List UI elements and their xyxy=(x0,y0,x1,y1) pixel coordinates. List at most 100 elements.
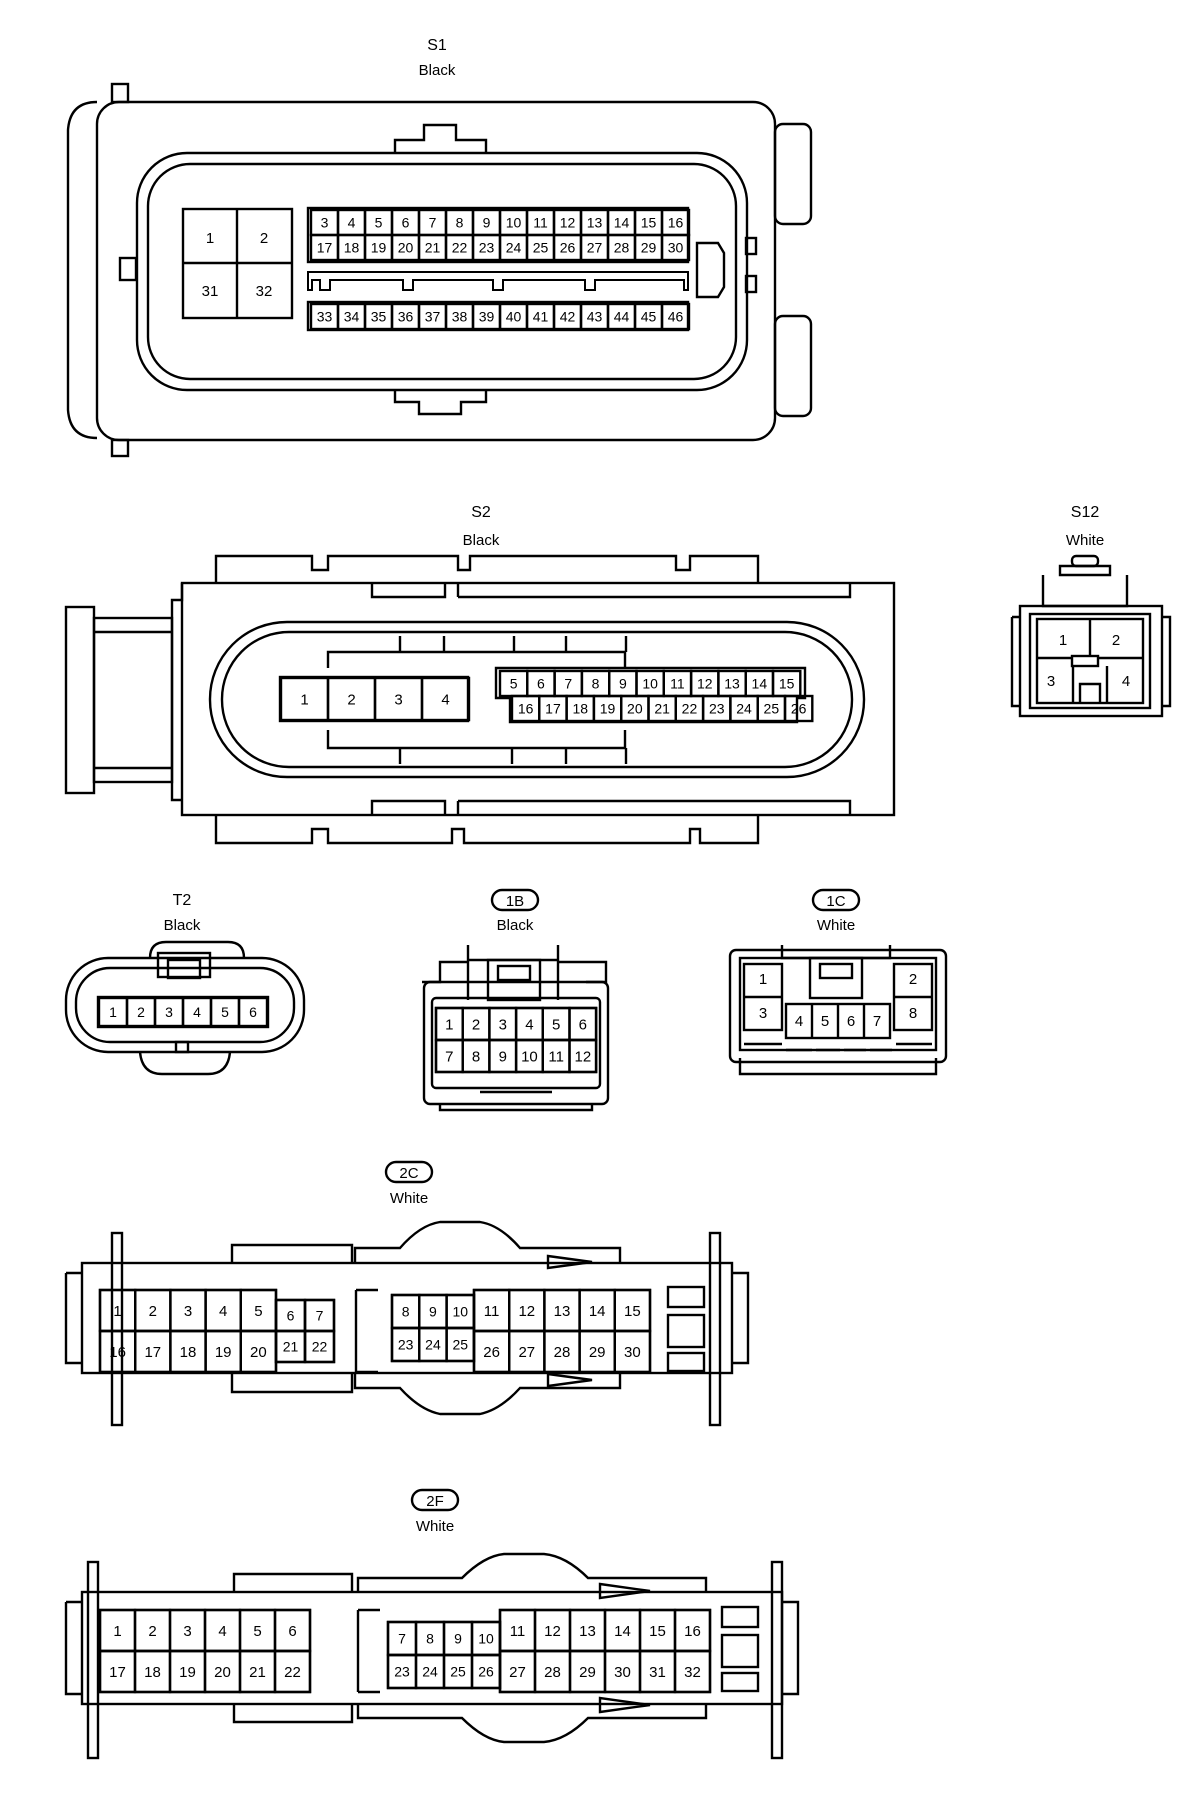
s1-pin: 44 xyxy=(614,309,630,325)
t2-pin-cell xyxy=(237,996,269,1028)
s1-pin: 4 xyxy=(348,215,356,231)
s1-pin: 42 xyxy=(560,309,576,325)
s1-pin: 10 xyxy=(506,215,522,231)
1c-code: 1C xyxy=(826,893,845,910)
s1-pin: 26 xyxy=(560,240,576,256)
2f-pin: 11 xyxy=(510,1623,526,1640)
s12-code: S12 xyxy=(1071,504,1100,521)
2c-pin: 29 xyxy=(589,1344,606,1361)
s1-pin: 31 xyxy=(202,283,219,300)
2f-pin: 12 xyxy=(544,1623,561,1640)
2c-code-badge xyxy=(384,1160,434,1184)
2f-pin: 1 xyxy=(113,1623,121,1640)
s2-pin: 9 xyxy=(619,676,627,692)
s2-pin-cell xyxy=(783,694,814,723)
t2-pin: 4 xyxy=(193,1004,201,1020)
2f-pin: 24 xyxy=(422,1664,438,1680)
connector-s12: S12 White 1 2 3 4 xyxy=(1010,504,1172,718)
s1-pin: 36 xyxy=(398,309,414,325)
2f-pin: 15 xyxy=(649,1623,666,1640)
1b-pin: 10 xyxy=(521,1048,538,1065)
s2-pin: 5 xyxy=(510,676,518,692)
s1-pin: 15 xyxy=(641,215,657,231)
2f-pin: 27 xyxy=(509,1664,526,1681)
s1-pin: 41 xyxy=(533,309,549,325)
s1-code: S1 xyxy=(427,37,447,54)
s2-pin: 24 xyxy=(736,701,752,717)
t2-code: T2 xyxy=(173,892,192,909)
1c-color: White xyxy=(817,917,855,934)
s12-pin: 3 xyxy=(1047,673,1055,690)
1c-pin: 4 xyxy=(795,1013,803,1030)
2c-pin: 13 xyxy=(554,1303,571,1320)
s2-pin: 8 xyxy=(592,676,600,692)
t2-pin: 3 xyxy=(165,1004,173,1020)
s2-pin: 17 xyxy=(545,701,561,717)
2f-pin: 26 xyxy=(478,1664,494,1680)
s2-pin: 26 xyxy=(791,701,807,717)
2c-pin: 7 xyxy=(316,1308,324,1324)
1b-pin: 11 xyxy=(548,1048,564,1065)
2c-pin: 2 xyxy=(149,1303,157,1320)
s2-pin: 2 xyxy=(347,691,355,708)
2c-code: 2C xyxy=(399,1165,418,1182)
s2-pin: 11 xyxy=(670,676,685,692)
s2-pin: 21 xyxy=(654,701,670,717)
2c-pin: 5 xyxy=(254,1303,262,1320)
s1-pin: 33 xyxy=(317,309,333,325)
2c-pin: 11 xyxy=(484,1303,500,1320)
s1-pin: 39 xyxy=(479,309,495,325)
s2-pin: 1 xyxy=(300,691,308,708)
s2-pin: 19 xyxy=(600,701,616,717)
s1-pin-cell xyxy=(660,302,691,331)
2f-pin: 3 xyxy=(183,1623,191,1640)
s2-pin-cell xyxy=(420,676,471,722)
2f-pin-cell xyxy=(273,1649,312,1694)
1c-code-badge xyxy=(811,888,861,912)
s2-pin: 25 xyxy=(764,701,780,717)
2c-pin: 21 xyxy=(283,1339,299,1355)
s1-pin: 46 xyxy=(668,309,684,325)
2f-pin: 28 xyxy=(544,1664,561,1681)
2f-pin: 25 xyxy=(450,1664,466,1680)
2f-pin: 10 xyxy=(478,1631,494,1647)
1b-color: Black xyxy=(497,917,534,934)
s1-pin: 40 xyxy=(506,309,522,325)
s12-pin: 2 xyxy=(1112,632,1120,649)
s2-pin: 23 xyxy=(709,701,725,717)
s1-color: Black xyxy=(419,62,456,79)
s2-pin: 7 xyxy=(564,676,572,692)
s2-pin: 20 xyxy=(627,701,643,717)
2f-pin: 21 xyxy=(249,1664,266,1681)
1b-pin: 6 xyxy=(579,1016,587,1033)
s1-pin: 34 xyxy=(344,309,360,325)
s1-pin: 2 xyxy=(260,230,268,247)
2c-pin: 6 xyxy=(287,1308,295,1324)
s1-pin: 13 xyxy=(587,215,603,231)
2c-pin: 22 xyxy=(312,1339,328,1355)
2f-pin: 13 xyxy=(579,1623,596,1640)
2f-pin: 17 xyxy=(109,1664,126,1681)
s1-pin: 6 xyxy=(402,215,410,231)
1b-pin: 4 xyxy=(525,1016,533,1033)
1b-pin: 5 xyxy=(552,1016,560,1033)
2f-pin: 18 xyxy=(144,1664,161,1681)
2c-pin: 23 xyxy=(398,1337,414,1353)
1b-code: 1B xyxy=(506,893,524,910)
2c-pin: 20 xyxy=(250,1344,267,1361)
s12-pin: 1 xyxy=(1059,632,1067,649)
2c-pin: 15 xyxy=(624,1303,641,1320)
2c-pin: 12 xyxy=(518,1303,535,1320)
2f-pin: 19 xyxy=(179,1664,196,1681)
s1-pin-cell xyxy=(660,233,691,262)
s1-pin: 32 xyxy=(256,283,273,300)
s1-pin: 8 xyxy=(456,215,464,231)
2f-pin: 20 xyxy=(214,1664,231,1681)
2c-pin: 8 xyxy=(402,1304,410,1320)
s2-code: S2 xyxy=(471,504,491,521)
s1-pin: 17 xyxy=(317,240,333,256)
